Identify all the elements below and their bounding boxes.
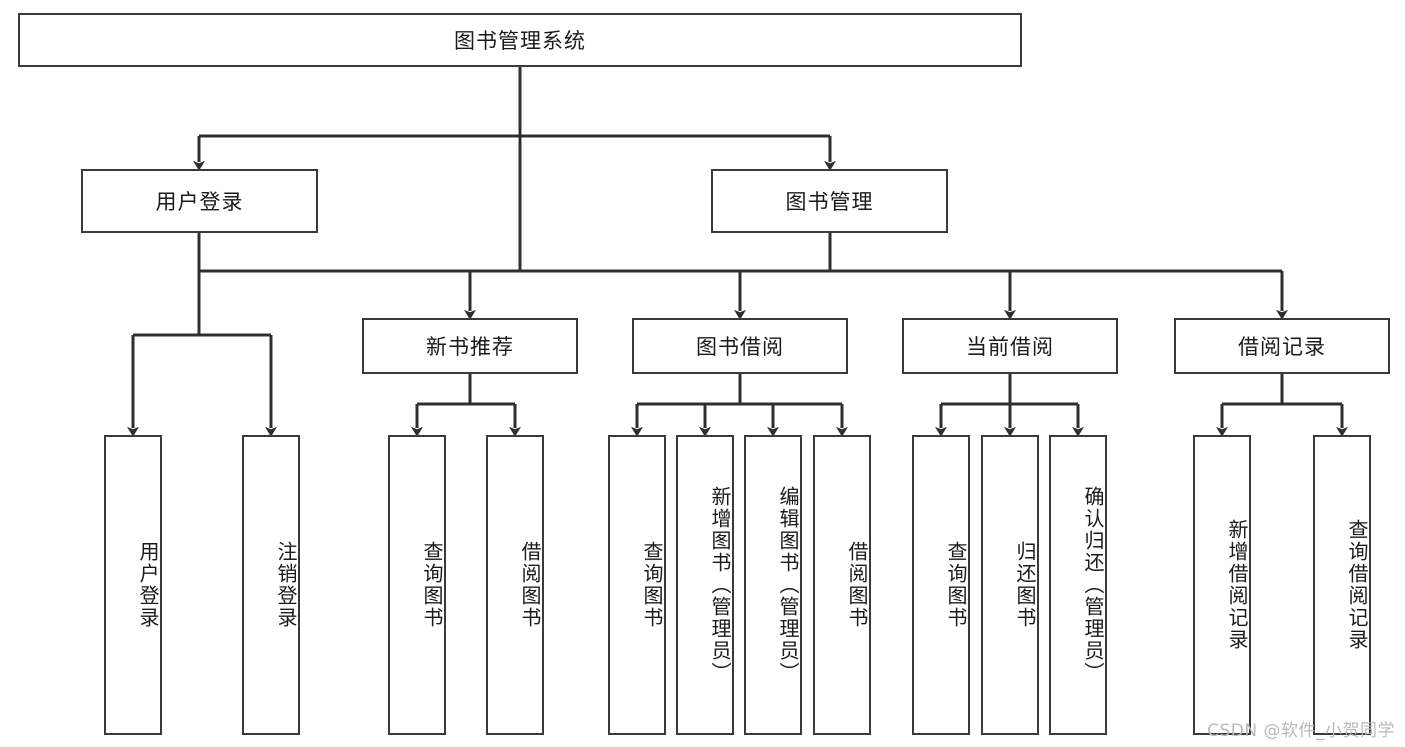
watermark-text: CSDN @软件_小贺同学 xyxy=(1207,721,1395,741)
edges-user-login xyxy=(127,233,277,437)
node-label: 编辑图书（管理员） xyxy=(776,486,800,684)
node-leaf-query-book-3[interactable]: 查询图书 xyxy=(912,435,970,735)
node-label: 图书管理 xyxy=(785,190,874,214)
node-book-manage[interactable]: 图书管理 xyxy=(711,169,948,233)
node-label: 新增借阅记录 xyxy=(1225,519,1249,651)
node-leaf-add-borrow-record[interactable]: 新增借阅记录 xyxy=(1193,435,1251,735)
node-label: 新增图书（管理员） xyxy=(708,486,732,684)
edges-borrow-record xyxy=(1216,374,1348,437)
edge-root-bus xyxy=(193,67,836,171)
node-label: 查询图书 xyxy=(944,541,968,629)
node-label: 借阅图书 xyxy=(845,541,869,629)
node-leaf-return-book[interactable]: 归还图书 xyxy=(981,435,1039,735)
node-label: 图书管理系统 xyxy=(454,29,586,53)
node-label: 借阅图书 xyxy=(518,541,542,629)
node-label: 查询图书 xyxy=(420,541,444,629)
node-new-book-recommend[interactable]: 新书推荐 xyxy=(362,318,578,374)
node-label: 确认归还（管理员） xyxy=(1081,486,1105,684)
node-user-login[interactable]: 用户登录 xyxy=(81,169,318,233)
node-leaf-confirm-return-admin[interactable]: 确认归还（管理员） xyxy=(1049,435,1107,735)
node-leaf-query-borrow-record[interactable]: 查询借阅记录 xyxy=(1313,435,1371,735)
node-leaf-add-book-admin[interactable]: 新增图书（管理员） xyxy=(676,435,734,735)
node-leaf-user-login[interactable]: 用户登录 xyxy=(104,435,162,735)
node-label: 查询借阅记录 xyxy=(1345,519,1369,651)
edges-current-borrow xyxy=(935,374,1084,437)
node-label: 用户登录 xyxy=(136,541,160,629)
node-label: 图书借阅 xyxy=(696,335,784,359)
edges-new-book-recommend xyxy=(411,374,521,437)
node-label: 查询图书 xyxy=(640,541,664,629)
node-label: 归还图书 xyxy=(1013,541,1037,629)
node-leaf-borrow-book-2[interactable]: 借阅图书 xyxy=(813,435,871,735)
edges-book-manage xyxy=(464,233,1288,320)
node-book-borrow[interactable]: 图书借阅 xyxy=(632,318,848,374)
node-leaf-query-book-2[interactable]: 查询图书 xyxy=(608,435,666,735)
edges-book-borrow xyxy=(631,374,848,437)
node-borrow-record[interactable]: 借阅记录 xyxy=(1174,318,1390,374)
node-leaf-edit-book-admin[interactable]: 编辑图书（管理员） xyxy=(744,435,802,735)
node-root-book-management-system[interactable]: 图书管理系统 xyxy=(18,13,1022,67)
node-leaf-user-logout[interactable]: 注销登录 xyxy=(242,435,300,735)
node-label: 借阅记录 xyxy=(1238,335,1326,359)
node-label: 注销登录 xyxy=(274,541,298,629)
node-current-borrow[interactable]: 当前借阅 xyxy=(902,318,1118,374)
node-leaf-query-book-1[interactable]: 查询图书 xyxy=(388,435,446,735)
node-label: 当前借阅 xyxy=(966,335,1054,359)
node-label: 用户登录 xyxy=(155,190,244,214)
node-leaf-borrow-book-1[interactable]: 借阅图书 xyxy=(486,435,544,735)
node-label: 新书推荐 xyxy=(426,335,514,359)
